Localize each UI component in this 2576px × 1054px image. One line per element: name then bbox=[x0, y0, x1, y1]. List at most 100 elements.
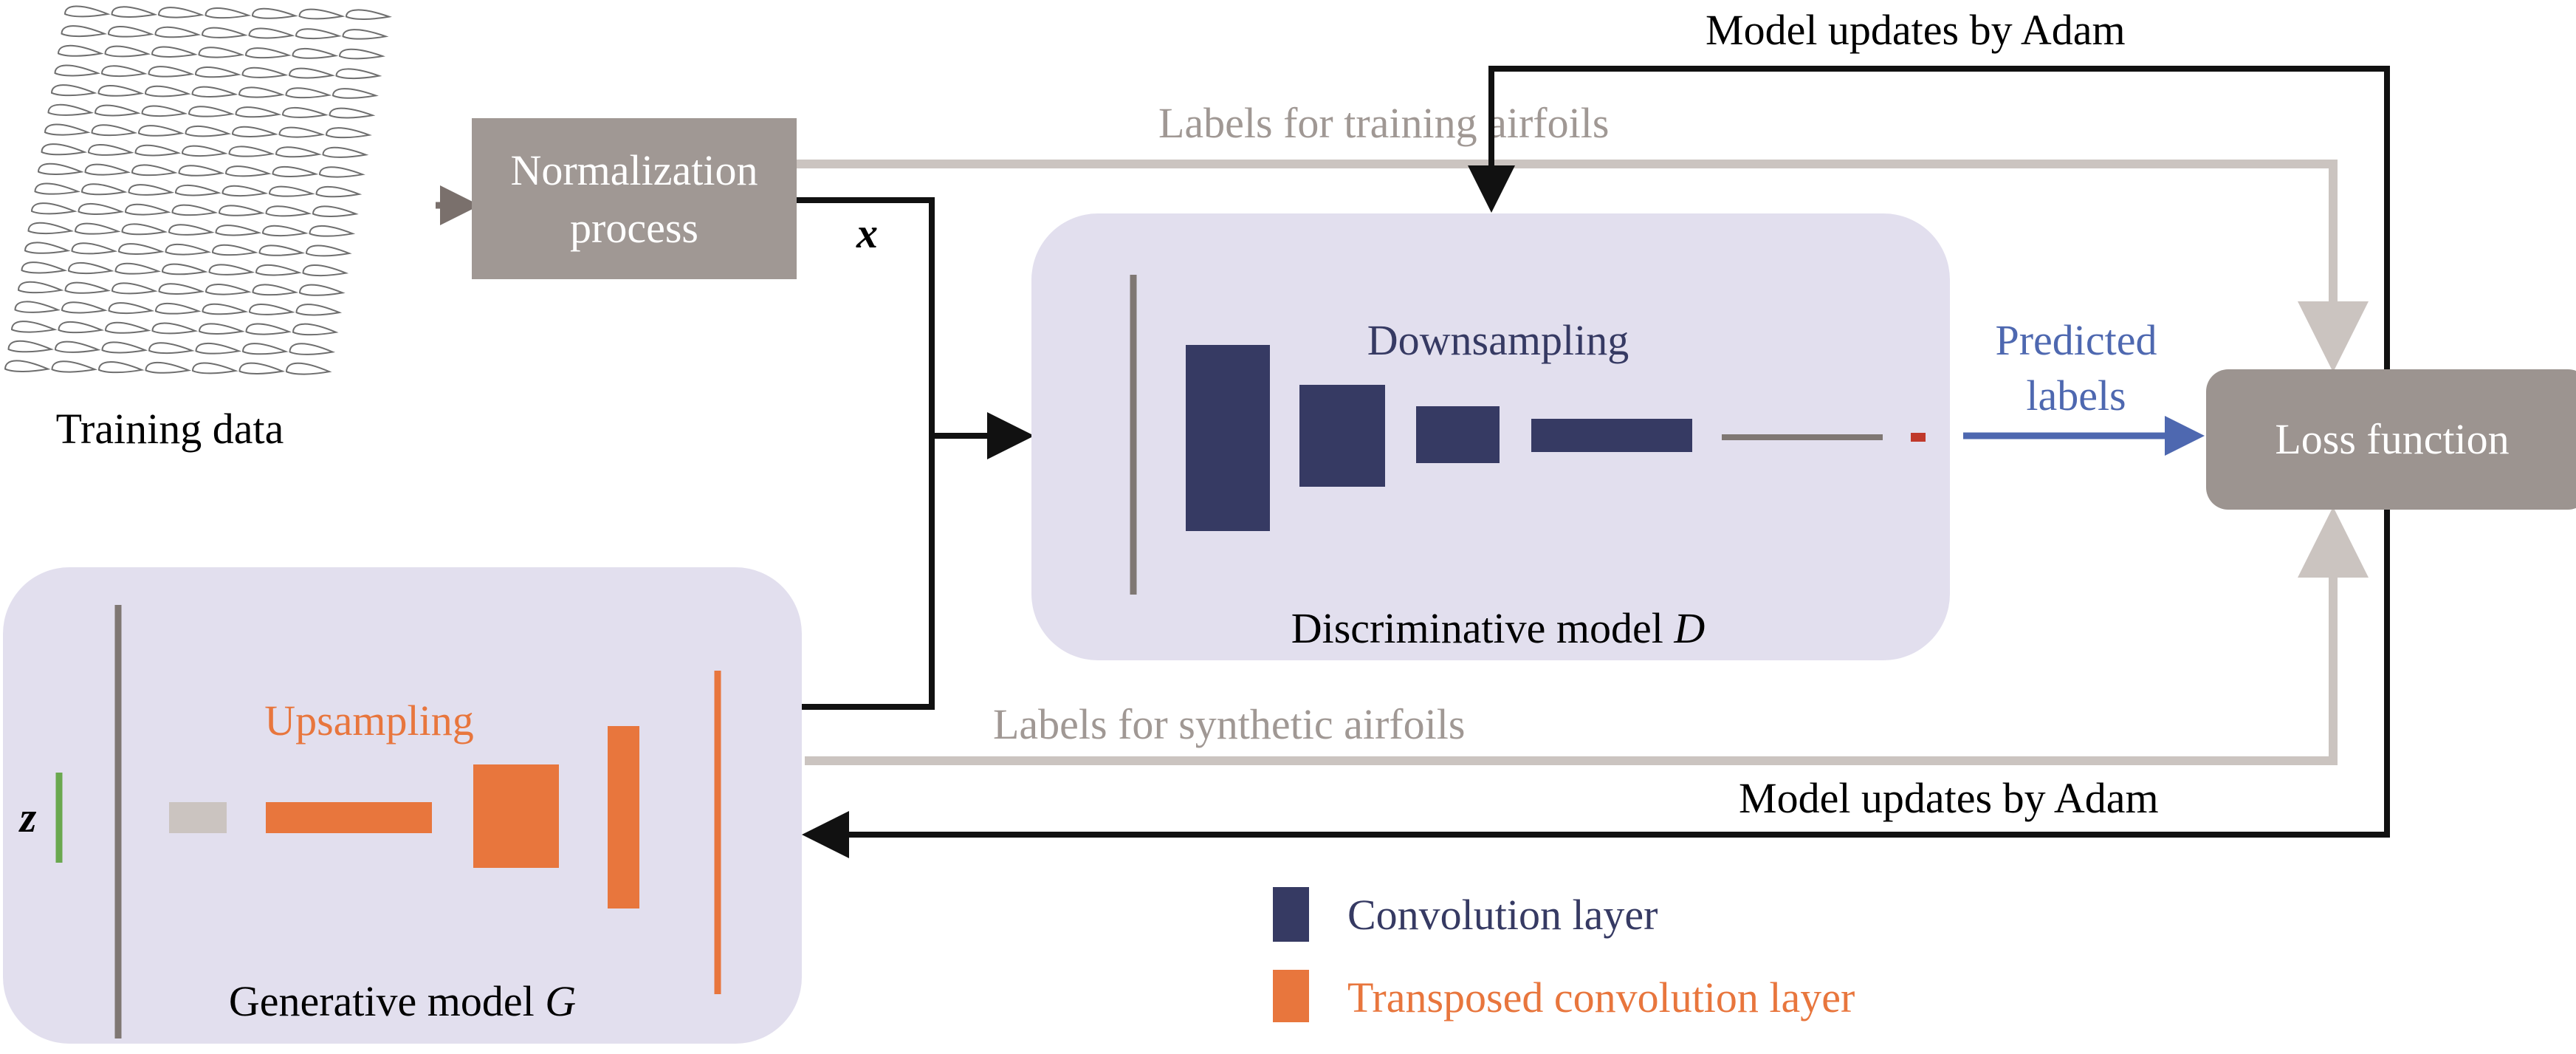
conv-layer-1 bbox=[1186, 345, 1270, 531]
downsampling-label: Downsampling bbox=[1367, 316, 1629, 364]
airfoil-shape bbox=[64, 281, 111, 294]
airfoil-shape bbox=[7, 340, 55, 353]
airfoil-shape bbox=[104, 45, 151, 58]
airfoil-shape bbox=[208, 264, 255, 276]
airfoil-shape bbox=[272, 165, 319, 177]
updates-top-text: Model updates by Adam bbox=[1706, 6, 2126, 54]
labels-synthetic-text: Labels for synthetic airfoils bbox=[993, 700, 1465, 748]
airfoil-shape bbox=[107, 26, 154, 38]
airfoil-shape bbox=[91, 124, 138, 137]
airfoil-shape bbox=[298, 8, 346, 20]
airfoil-shape bbox=[80, 183, 128, 196]
airfoil-shape bbox=[285, 87, 332, 99]
airfoil-shape bbox=[74, 222, 121, 235]
airfoil-shape bbox=[288, 67, 335, 79]
airfoil-shape bbox=[148, 66, 195, 78]
airfoil-shape bbox=[289, 343, 336, 355]
airfoil-shape bbox=[238, 362, 286, 374]
upsampling-label: Upsampling bbox=[264, 697, 474, 745]
airfoil-shape bbox=[185, 125, 232, 137]
airfoil-shape bbox=[148, 342, 195, 355]
conv-layer-4 bbox=[1531, 419, 1692, 452]
airfoil-shape bbox=[50, 84, 97, 97]
airfoil-shape bbox=[114, 262, 162, 275]
generator-panel: z Upsampling Generative model G bbox=[3, 567, 802, 1044]
normalization-line1: Normalization bbox=[510, 146, 758, 194]
airfoil-shape bbox=[21, 261, 68, 274]
airfoil-shape bbox=[342, 29, 389, 40]
normalization-line2: process bbox=[570, 204, 698, 252]
airfoil-shape bbox=[322, 146, 369, 158]
airfoil-shape bbox=[238, 86, 285, 98]
airfoil-shape bbox=[165, 243, 212, 256]
airfoil-shape bbox=[195, 342, 242, 355]
airfoil-shape bbox=[137, 125, 185, 137]
airfoil-shape bbox=[191, 362, 238, 374]
airfoil-shape bbox=[54, 341, 101, 353]
airfoil-shape bbox=[57, 44, 104, 57]
training-data-label: Training data bbox=[56, 405, 284, 453]
airfoil-shape bbox=[124, 203, 171, 216]
airfoil-shape bbox=[14, 301, 61, 313]
airfoil-shape bbox=[305, 244, 352, 257]
airfoil-shape bbox=[71, 242, 118, 255]
airfoil-shape bbox=[224, 165, 272, 177]
airfoil-shape bbox=[268, 185, 315, 197]
airfoil-shape bbox=[67, 261, 114, 275]
airfoil-shape bbox=[34, 182, 81, 195]
legend-swatch-conv bbox=[1273, 887, 1309, 942]
normalization-box: Normalization process bbox=[472, 118, 797, 279]
airfoil-shape bbox=[54, 64, 101, 77]
airfoil-shape bbox=[171, 204, 219, 216]
airfoil-shape bbox=[78, 202, 125, 215]
airfoil-shape bbox=[258, 244, 306, 256]
edge-labels-training bbox=[797, 160, 2369, 372]
airfoil-shape bbox=[41, 143, 88, 156]
airfoil-shape bbox=[145, 361, 192, 374]
training-airfoils-grid bbox=[4, 5, 392, 375]
airfoil-shape bbox=[292, 47, 339, 59]
airfoil-shape bbox=[335, 68, 382, 80]
tconv-layer-3 bbox=[608, 726, 639, 908]
edge-updates-generator bbox=[802, 510, 2390, 858]
airfoil-shape bbox=[312, 205, 359, 217]
airfoil-shape bbox=[255, 264, 302, 276]
airfoil-shape bbox=[111, 282, 158, 295]
airfoil-shape bbox=[315, 185, 363, 198]
airfoil-shape bbox=[228, 146, 275, 157]
airfoil-shape bbox=[97, 85, 145, 97]
airfoil-shape bbox=[191, 86, 238, 97]
airfoil-shape bbox=[231, 126, 278, 137]
airfoil-shape bbox=[151, 322, 199, 335]
airfoil-shape bbox=[47, 103, 95, 116]
airfoil-shape bbox=[17, 281, 64, 294]
labels-training-text: Labels for training airfoils bbox=[1158, 99, 1609, 147]
airfoil-shape bbox=[154, 302, 202, 315]
edge-updates-discriminator bbox=[1468, 66, 2390, 369]
airfoil-shape bbox=[151, 46, 198, 58]
edge-x-and-generator-join bbox=[797, 197, 935, 710]
airfoil-shape bbox=[278, 126, 326, 138]
tconv-layer-2 bbox=[473, 764, 559, 868]
airfoil-shape bbox=[158, 283, 205, 295]
airfoil-shape bbox=[94, 104, 141, 117]
airfoil-shape bbox=[174, 184, 221, 196]
generator-title: Generative model G bbox=[229, 977, 576, 1025]
airfoil-shape bbox=[10, 321, 58, 333]
airfoil-shape bbox=[141, 105, 188, 117]
airfoil-shape bbox=[318, 166, 365, 178]
legend: Convolution layer Transposed convolution… bbox=[1273, 887, 1855, 1022]
airfoil-shape bbox=[345, 9, 392, 20]
airfoil-shape bbox=[27, 222, 75, 235]
airfoil-shape bbox=[84, 163, 131, 176]
airfoil-shape bbox=[144, 85, 191, 97]
loss-function-box: Loss function bbox=[2206, 369, 2576, 510]
airfoil-shape bbox=[181, 145, 228, 157]
airfoil-shape bbox=[302, 264, 349, 277]
airfoil-shape bbox=[211, 244, 258, 256]
airfoil-shape bbox=[281, 106, 329, 118]
airfoil-shape bbox=[205, 7, 252, 19]
airfoil-shape bbox=[128, 184, 175, 196]
airfoil-shape bbox=[205, 284, 252, 295]
airfoil-shape bbox=[131, 164, 178, 177]
